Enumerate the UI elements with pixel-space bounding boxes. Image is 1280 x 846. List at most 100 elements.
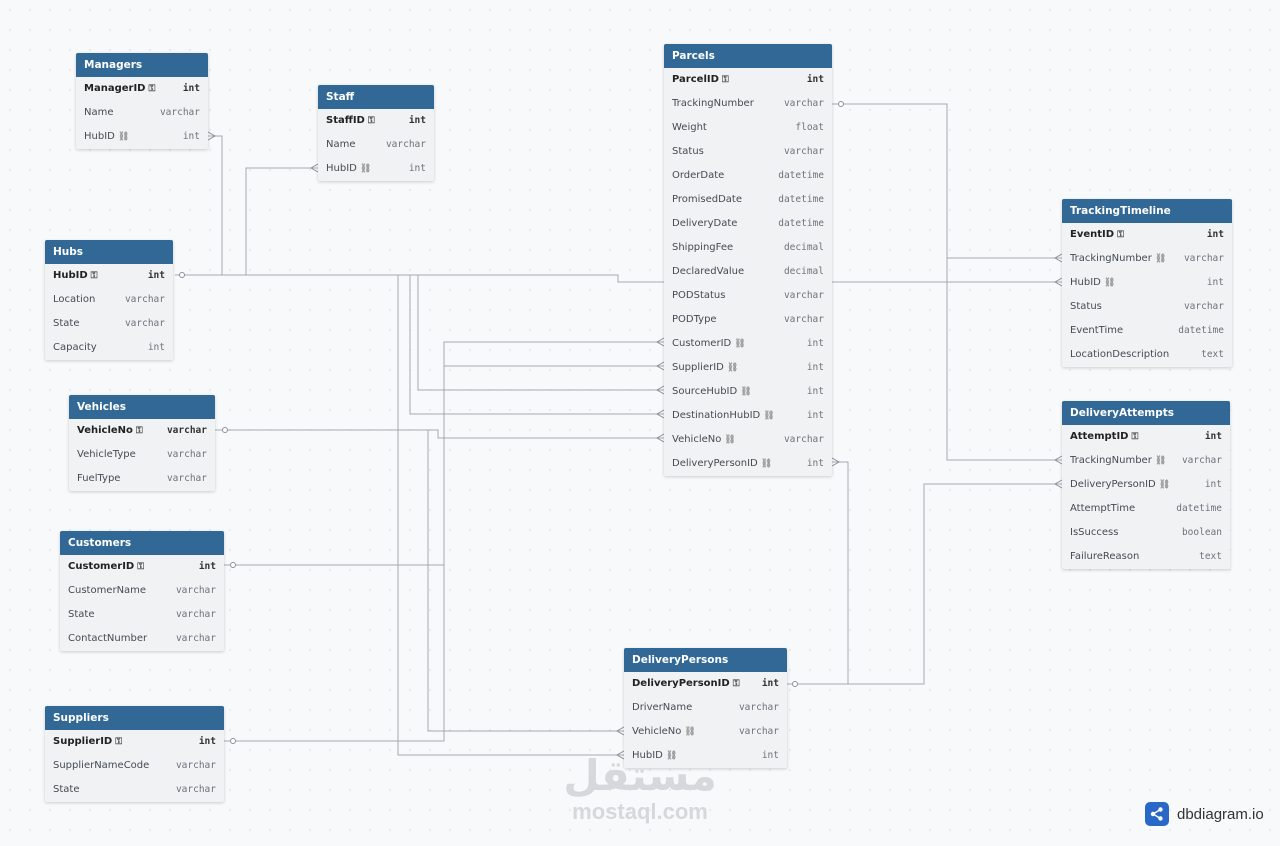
table-title[interactable]: Managers [76,53,208,77]
field-row[interactable]: EventID⚿int [1062,223,1232,247]
table-title[interactable]: Vehicles [69,395,215,419]
ref-persons-vehicle [215,429,624,732]
field-row[interactable]: VehicleNo⛓varchar [624,720,787,744]
field-row[interactable]: AttemptID⚿int [1062,425,1230,449]
field-row[interactable]: StaffID⚿int [318,109,434,133]
field-row[interactable]: VehicleNo⚿varchar [69,419,215,443]
table-title[interactable]: DeliveryAttempts [1062,401,1230,425]
field-row[interactable]: CustomerID⛓int [664,332,832,356]
field-type: varchar [1183,301,1224,312]
field-row[interactable]: HubID⚿int [45,264,173,288]
field-row[interactable]: VehicleNo⛓varchar [664,428,832,452]
field-type: varchar [783,314,824,325]
field-type: int [198,561,216,572]
field-row[interactable]: SupplierID⚿int [45,730,224,754]
table-title[interactable]: Suppliers [45,706,224,730]
field-name: ManagerID [84,83,146,94]
field-type: varchar [124,318,165,329]
field-row[interactable]: SourceHubID⛓int [664,380,832,404]
field-row[interactable]: TrackingNumber⛓varchar [1062,449,1230,473]
field-row[interactable]: DeliveryPersonID⛓int [1062,473,1230,497]
field-row[interactable]: HubID⛓int [1062,271,1232,295]
link-icon: ⛓ [1103,278,1116,288]
field-type: datetime [778,218,824,229]
link-icon: ⛓ [763,411,775,421]
field-type: datetime [778,170,824,181]
field-row[interactable]: HubID⛓int [624,744,787,768]
table-title[interactable]: Staff [318,85,434,109]
field-row[interactable]: DestinationHubID⛓int [664,404,832,428]
field-row[interactable]: CustomerID⚿int [60,555,224,579]
table-title[interactable]: TrackingTimeline [1062,199,1232,223]
brand-link[interactable]: dbdiagram.io [1145,802,1264,826]
link-icon: ⛓ [760,459,773,469]
field-row[interactable]: ManagerID⚿int [76,77,208,101]
field-row[interactable]: TrackingNumber⛓varchar [1062,247,1232,271]
field-name: ContactNumber [68,633,148,644]
field-row[interactable]: HubID⛓int [318,157,434,181]
field-name: EventID [1070,229,1115,240]
field-type: varchar [175,784,216,795]
field-name: DeliveryPersonID [632,678,730,689]
table-title[interactable]: Customers [60,531,224,555]
field-type: varchar [385,139,426,150]
field-name: Capacity [53,342,97,353]
field-row[interactable]: SupplierID⛓int [664,356,832,380]
table-deliveryattempts[interactable]: DeliveryAttempts AttemptID⚿int TrackingN… [1062,401,1230,569]
table-title[interactable]: Hubs [45,240,173,264]
field-type: varchar [159,107,200,118]
field-row[interactable]: DeliveryPersonID⛓int [664,452,832,476]
crow-parcels-source [655,385,665,395]
table-trackingtimeline[interactable]: TrackingTimeline EventID⚿int TrackingNum… [1062,199,1232,367]
field-row[interactable]: ParcelID⚿int [664,68,832,92]
table-title[interactable]: Parcels [664,44,832,68]
field-name: PromisedDate [672,194,742,205]
field-name: StaffID [326,115,365,126]
field-type: int [198,736,216,747]
one-marker-suppliers [230,738,236,744]
field-row[interactable]: HubID⛓int [76,125,208,149]
field-name: PODStatus [672,290,726,301]
field-name: IsSuccess [1070,527,1119,538]
table-deliverypersons[interactable]: DeliveryPersons DeliveryPersonID⚿int Dri… [624,648,787,768]
link-icon: ⛓ [359,164,372,174]
field-row[interactable]: DeliveryPersonID⚿int [624,672,787,696]
table-suppliers[interactable]: Suppliers SupplierID⚿int SupplierNameCod… [45,706,224,802]
table-title[interactable]: DeliveryPersons [624,648,787,672]
